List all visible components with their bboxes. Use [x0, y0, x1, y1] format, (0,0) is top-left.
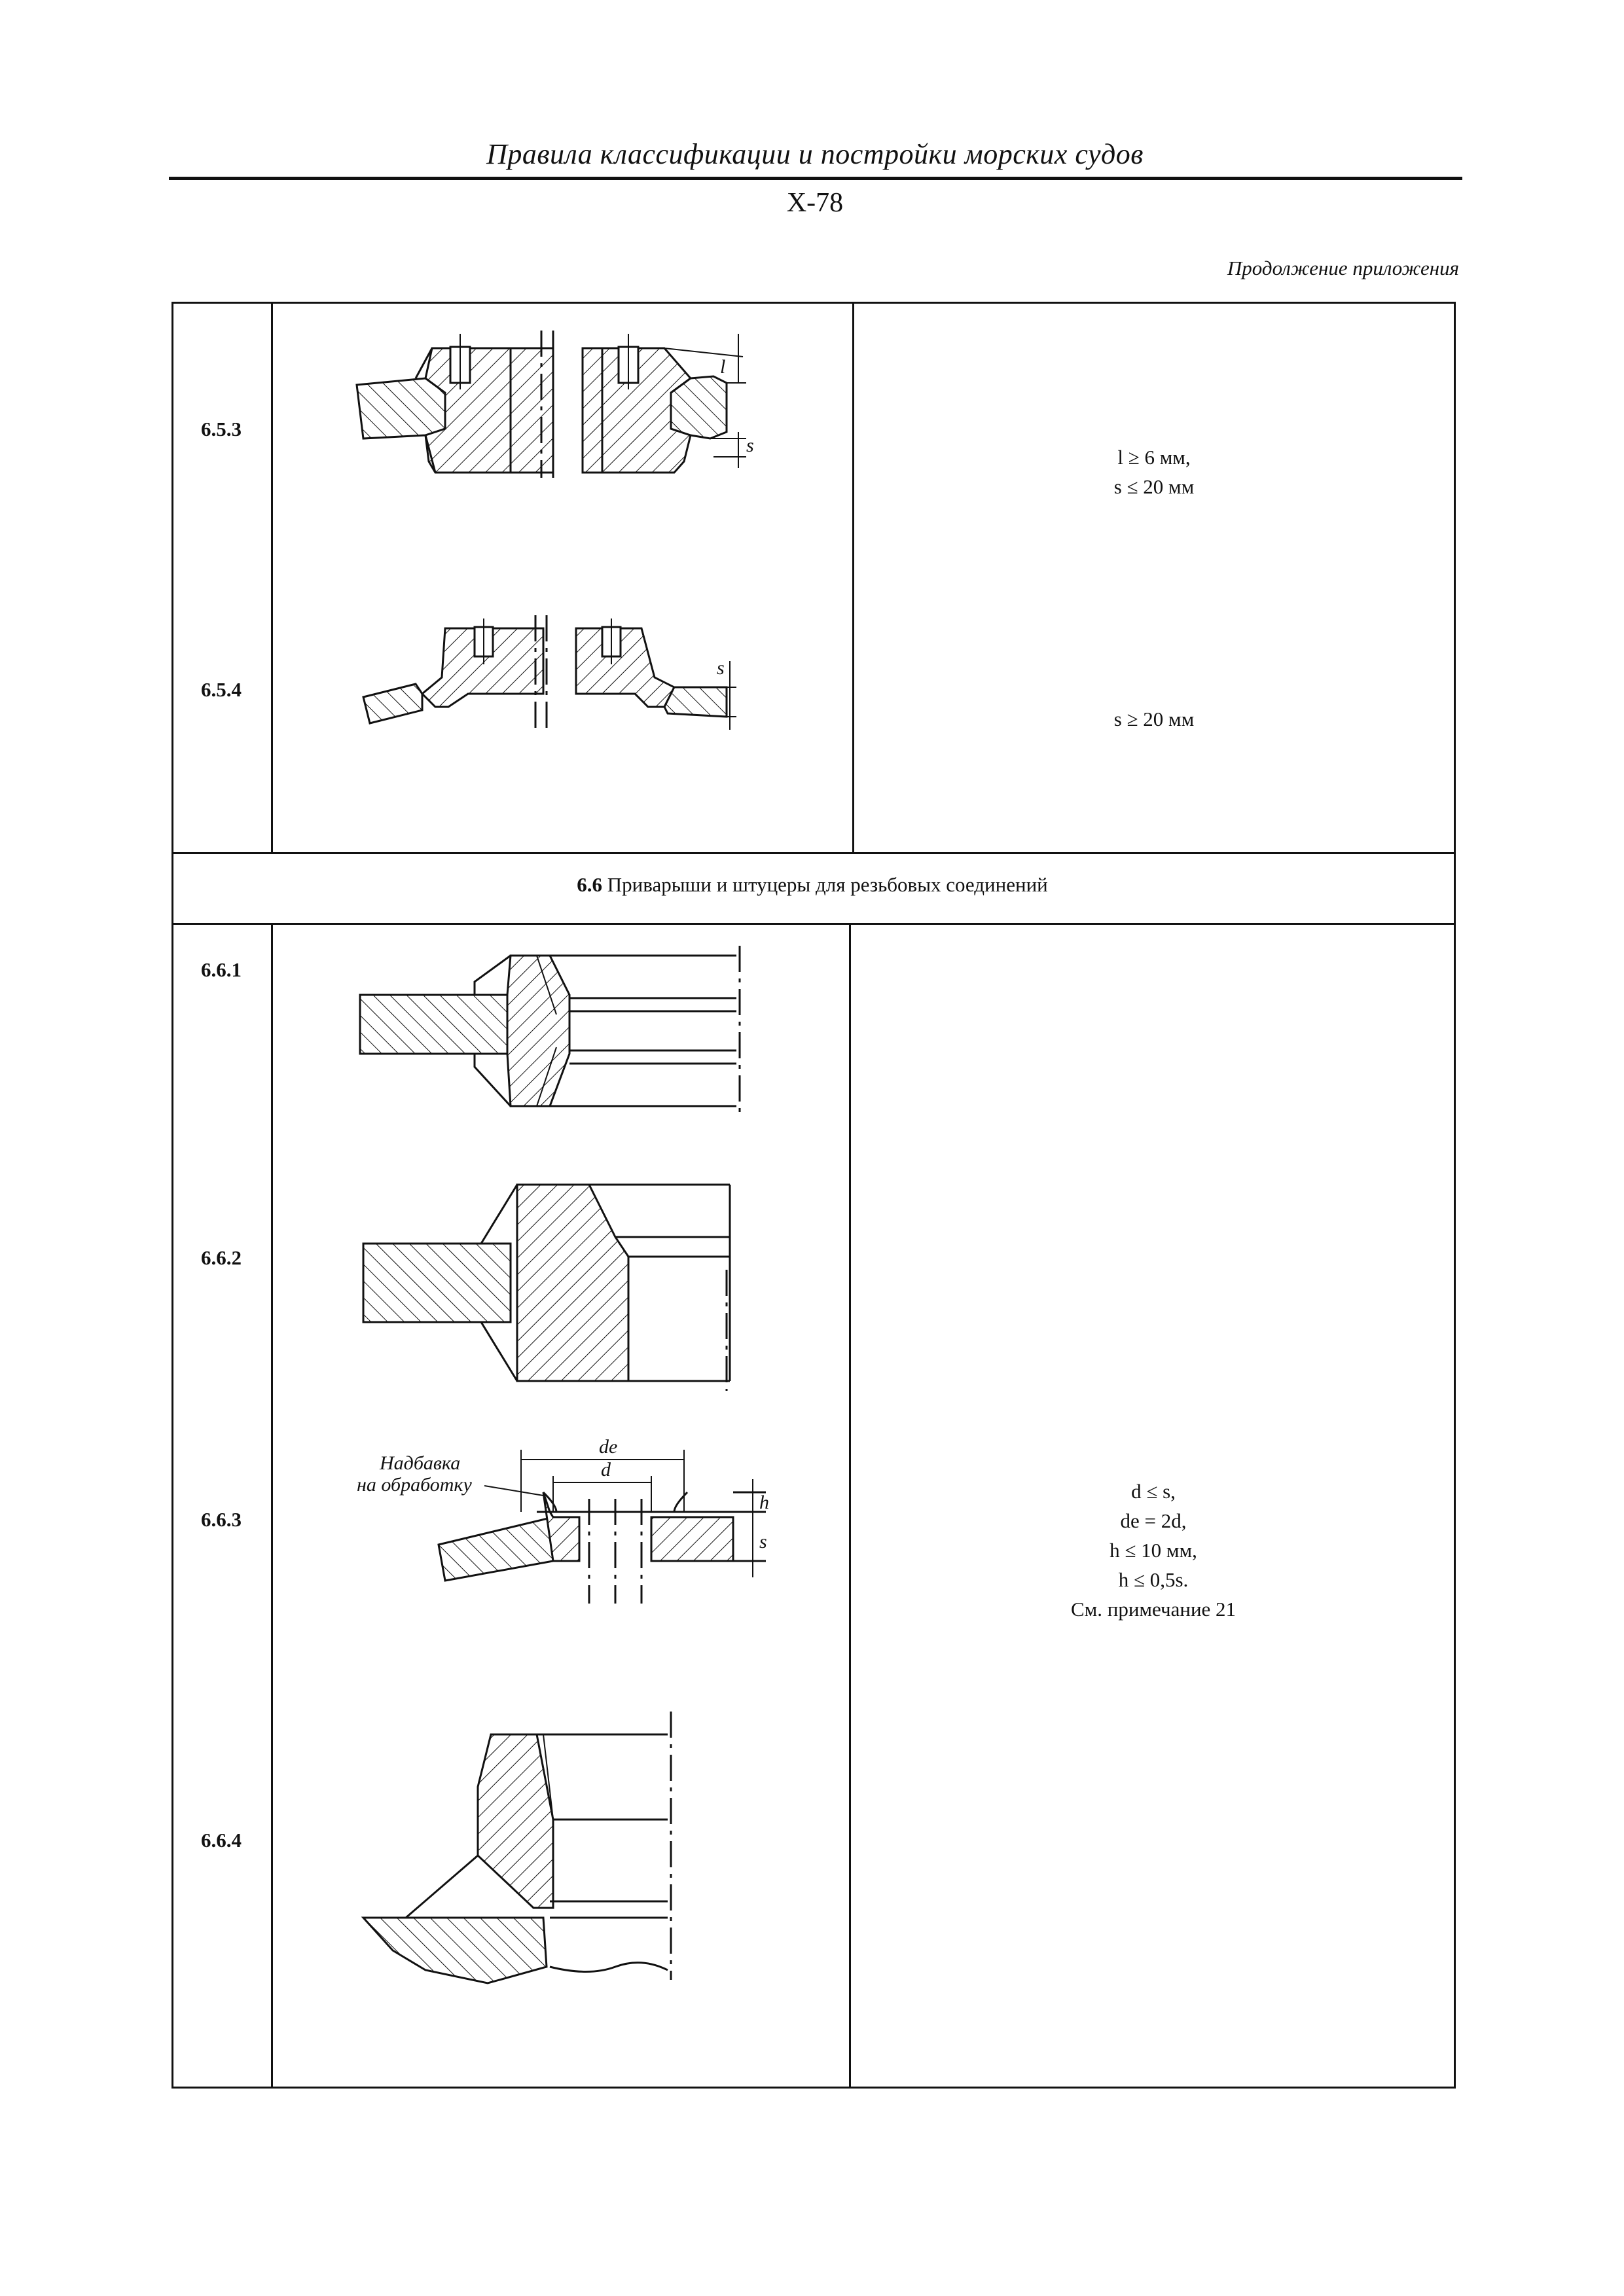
drawing-6-6-1	[359, 946, 741, 1116]
section-row-top-border	[171, 852, 1456, 854]
row-number-6-6-2: 6.6.2	[201, 1246, 242, 1269]
dimension-label-d: d	[601, 1459, 611, 1480]
condition-h-half-s: h ≤ 0,5s.	[1118, 1568, 1189, 1591]
section-name: Приварыши и штуцеры для резьбовых соедин…	[607, 873, 1048, 896]
allowance-label-line-2: на обработку	[357, 1474, 472, 1496]
row-number-6-5-3: 6.5.3	[201, 418, 242, 440]
condition-d-le-s: d ≤ s,	[1131, 1480, 1176, 1503]
dimension-label-de: de	[599, 1436, 617, 1458]
running-title: Правила классификации и постройки морски…	[486, 138, 1144, 170]
drawing-6-6-4	[361, 1712, 672, 1984]
condition-s-min: s ≥ 20 мм	[1113, 708, 1195, 730]
header-rule	[169, 177, 1462, 180]
condition-l-min: l ≥ 6 мм,	[1117, 446, 1191, 469]
section-row-bottom-border	[171, 923, 1456, 925]
condition-h-max: h ≤ 10 мм,	[1110, 1539, 1197, 1562]
number-column-divider-top	[271, 302, 273, 853]
row-number-6-6-4: 6.6.4	[201, 1829, 242, 1852]
dimension-label-l: l	[720, 356, 725, 378]
drawing-6-6-3: Надбавка на обработку de d h s	[357, 1436, 769, 1604]
dimension-label-h: h	[759, 1492, 769, 1513]
conditions-6-5-4: s ≥ 20 мм	[854, 704, 1454, 734]
section-number: 6.6	[577, 873, 602, 896]
conditions-6-6-3: d ≤ s, de = 2d, h ≤ 10 мм, h ≤ 0,5s. См.…	[851, 1477, 1456, 1624]
drawing-6-6-2	[362, 1183, 731, 1391]
drawing-column-divider-top	[852, 302, 854, 853]
drawing-6-5-4: s	[362, 615, 736, 730]
see-note-21: См. примечание 21	[1070, 1598, 1236, 1621]
dimension-label-s-663: s	[759, 1531, 767, 1552]
dimension-label-s-654: s	[717, 657, 725, 679]
page-number: X-78	[786, 188, 844, 218]
section-title-6-6: 6.6 Приварыши и штуцеры для резьбовых со…	[173, 873, 1452, 897]
drawing-column-divider-bottom	[849, 923, 851, 2089]
continuation-note: Продолжение приложения	[1227, 257, 1459, 279]
row-number-6-6-1: 6.6.1	[201, 958, 242, 981]
allowance-label-line-1: Надбавка	[379, 1452, 460, 1474]
row-number-6-6-3: 6.6.3	[201, 1508, 242, 1531]
table-frame	[171, 302, 1456, 2089]
condition-de-eq-2d: de = 2d,	[1120, 1509, 1187, 1532]
row-number-6-5-4: 6.5.4	[201, 678, 242, 701]
dimension-label-s: s	[746, 435, 754, 456]
condition-s-max: s ≤ 20 мм	[1113, 475, 1195, 498]
drawing-6-5-3: l s	[355, 331, 754, 478]
number-column-divider-bottom	[271, 923, 273, 2089]
conditions-6-5-3: l ≥ 6 мм, s ≤ 20 мм	[854, 442, 1454, 501]
